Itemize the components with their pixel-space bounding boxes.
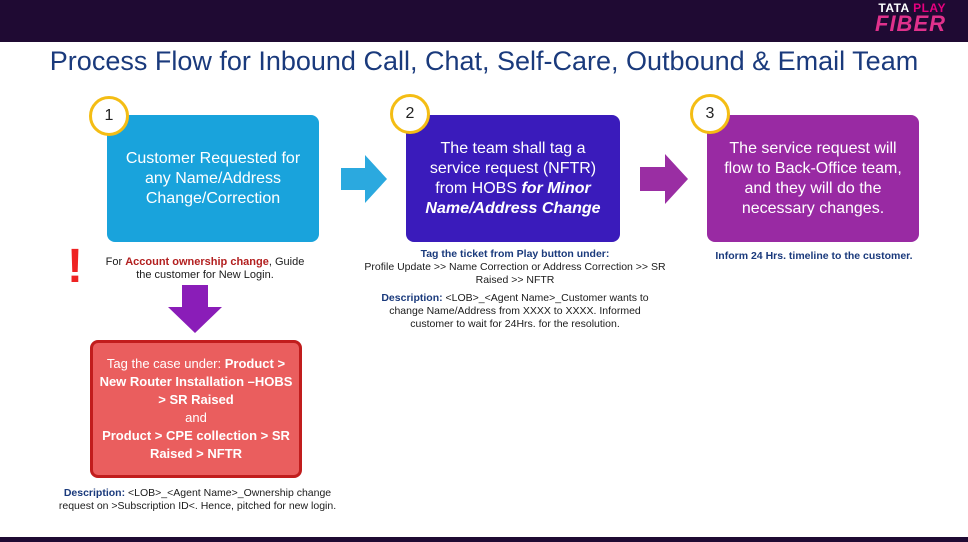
step-2-text-italic: for Minor Name/Address Change — [425, 179, 601, 217]
page-title: Process Flow for Inbound Call, Chat, Sel… — [49, 46, 919, 76]
play-button-tag-heading: Tag the ticket from Play button under: — [420, 248, 610, 260]
tata-play-fiber-logo: TATA PLAY FIBER — [875, 2, 946, 35]
step-1-box: Customer Requested for any Name/Address … — [107, 115, 319, 242]
warning-exclamation-icon: ! — [67, 240, 83, 293]
step-1-number: 1 — [89, 96, 129, 136]
redbox-line2-bold: Product > CPE collection > SR Raised > N… — [102, 428, 290, 461]
step-3-text: The service request will flow to Back-Of… — [724, 139, 902, 217]
ownership-note: For Account ownership change, Guide the … — [98, 256, 312, 282]
step-2-box: The team shall tag a service request (NF… — [406, 115, 620, 242]
top-bar: TATA PLAY FIBER — [0, 0, 968, 42]
description-1-label: Description: — [63, 487, 126, 499]
step-2-text-plain: The team shall tag a service request (NF… — [429, 139, 597, 197]
step-2-text: The team shall tag a service request (NF… — [416, 139, 610, 219]
description-2-label: Description: — [381, 292, 443, 304]
step-3-box: The service request will flow to Back-Of… — [707, 115, 919, 242]
arrow-down-icon — [168, 285, 222, 333]
bottom-bar — [0, 537, 968, 542]
redbox-line1-plain: Tag the case under: — [106, 356, 225, 371]
step-2-number: 2 — [390, 94, 430, 134]
description-2-text: <LOB>_<Agent Name>_Customer wants to cha… — [389, 292, 649, 330]
logo-tata: TATA — [878, 1, 914, 15]
timeline-note: Inform 24 Hrs. timeline to the customer. — [715, 250, 913, 262]
ownership-note-suffix: , Guide the customer for New Login. — [136, 256, 305, 281]
step-3-number: 3 — [690, 94, 730, 134]
ownership-tag-box: Tag the case under: Product > New Router… — [90, 340, 302, 478]
description-1-text: <LOB>_<Agent Name>_Ownership change requ… — [58, 487, 337, 512]
ownership-note-prefix: For — [105, 256, 126, 268]
arrow-right-icon — [341, 155, 387, 203]
logo-play: PLAY — [913, 1, 946, 15]
ownership-description: Description: <LOB>_<Agent Name>_Ownershi… — [45, 487, 350, 513]
arrow-right-icon — [640, 154, 688, 204]
logo-fiber: FIBER — [875, 11, 946, 36]
play-button-tag-path: Profile Update >> Name Correction or Add… — [364, 261, 666, 286]
redbox-and: and — [185, 410, 207, 425]
play-button-tag-note: Tag the ticket from Play button under: P… — [362, 248, 668, 287]
ownership-note-highlight: Account ownership change — [125, 256, 269, 268]
redbox-line1-bold: Product > New Router Installation –HOBS … — [99, 356, 293, 407]
name-change-description: Description: <LOB>_<Agent Name>_Customer… — [368, 292, 662, 331]
step-1-text: Customer Requested for any Name/Address … — [125, 149, 301, 207]
